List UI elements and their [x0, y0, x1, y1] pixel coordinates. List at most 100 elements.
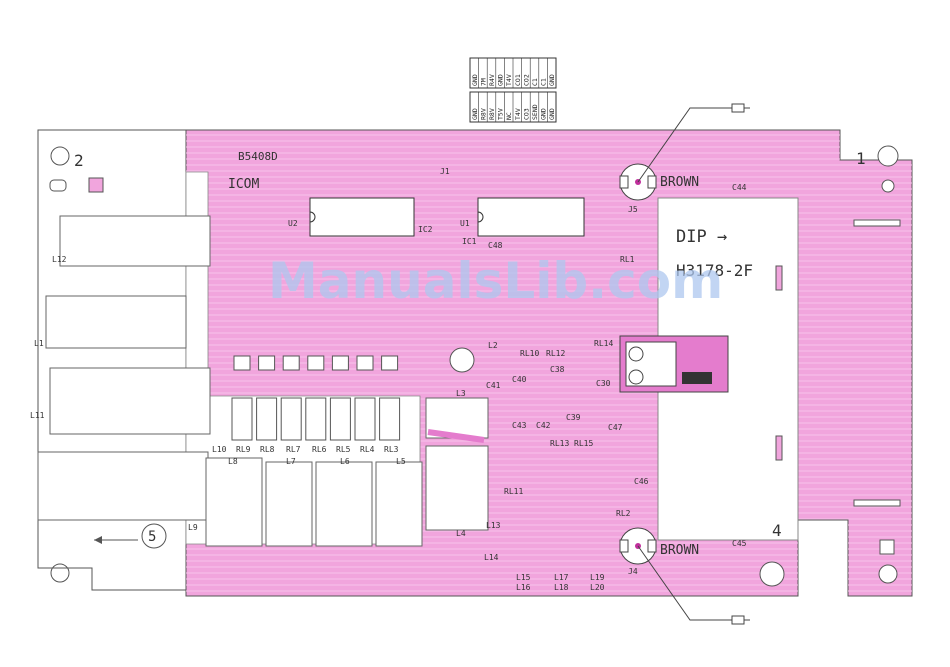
- pin-label: 7M: [479, 78, 487, 86]
- coil-block-l10: [49, 367, 211, 435]
- pin-label: R4V: [488, 74, 496, 86]
- relay-label-rl15: RL15: [574, 439, 593, 448]
- dip-marker: [775, 265, 783, 291]
- coil-label-l18: L18: [554, 583, 569, 592]
- jack-label-j4: J4: [628, 567, 638, 576]
- pin-label: T4V: [514, 108, 522, 120]
- diagonal-trace: [427, 429, 485, 443]
- cable-terminal-j4: [731, 615, 745, 625]
- relay-label-rl3: RL3: [384, 445, 399, 454]
- relay-label-rl12: RL12: [546, 349, 565, 358]
- pin-label: SEND: [531, 104, 539, 120]
- u1-label: U1: [460, 219, 470, 228]
- board-code-label: H3178-2F: [676, 261, 753, 280]
- pin-label: GND: [471, 74, 479, 86]
- coil-label-l9: L9: [188, 523, 198, 532]
- coil-label-l11: L11: [30, 411, 45, 420]
- pin-label: C1: [540, 78, 548, 86]
- connector-module: [619, 335, 729, 393]
- jack-label-j5: J5: [628, 205, 638, 214]
- cap-label-c41: C41: [486, 381, 501, 390]
- pcb-mount-hole: [881, 179, 895, 193]
- coil-label-l2: L2: [488, 341, 498, 350]
- cap-label-c44: C44: [732, 183, 747, 192]
- pin-label: T4V: [505, 74, 513, 86]
- ic2-chip: [309, 197, 415, 237]
- relay-body: [256, 397, 278, 441]
- relay-body: [280, 397, 302, 441]
- relay-pad: [381, 355, 399, 371]
- coil-label-l15: L15: [516, 573, 531, 582]
- corner-mark-2: 2: [74, 151, 84, 170]
- cap-label-c42: C42: [536, 421, 551, 430]
- pcb-pad-square: [879, 539, 895, 555]
- cable-leader-j5: [637, 107, 732, 183]
- coil-label-l16: L16: [516, 583, 531, 592]
- coil-box-l7: [265, 461, 313, 547]
- coil-block-l11: [45, 295, 187, 349]
- pin-label: R8V: [488, 108, 496, 120]
- part-number-label: B5408D: [238, 150, 278, 163]
- coil-label-l7: L7: [286, 457, 296, 466]
- coil-label-l4: L4: [456, 529, 466, 538]
- relay-label-rl11: RL11: [504, 487, 523, 496]
- relay-label-rl7: RL7: [286, 445, 301, 454]
- cap-label-c45: C45: [732, 539, 747, 548]
- mount-hole: [50, 563, 70, 583]
- coil-box-l5: [375, 461, 423, 547]
- pin-label: CO3: [522, 108, 530, 120]
- cap-label-c39: C39: [566, 413, 581, 422]
- coil-label-l14: L14: [484, 553, 499, 562]
- relay-body: [305, 397, 327, 441]
- jack-label-j1: J1: [440, 167, 450, 176]
- pin-label: CO1: [514, 74, 522, 86]
- corner-mark-5: 5: [148, 529, 156, 545]
- relay-label-rl14: RL14: [594, 339, 613, 348]
- relay-pad: [233, 355, 251, 371]
- pin-label: GND: [548, 108, 556, 120]
- relay-label-rl9: RL9: [236, 445, 251, 454]
- relay-pad: [258, 355, 276, 371]
- pin-label: T5V: [497, 108, 505, 120]
- coil-block-l12: [59, 215, 211, 267]
- left-clear-area: [185, 171, 421, 545]
- coil-label-l5: L5: [396, 457, 406, 466]
- relay-row: [231, 355, 401, 441]
- coil-box-l6: [315, 461, 373, 547]
- relay-pad: [356, 355, 374, 371]
- corner-mark-4: 4: [772, 521, 782, 540]
- cap-label-c46: C46: [634, 477, 649, 486]
- left-mount-outline: [37, 129, 187, 591]
- j5-cable-label: BROWN: [660, 175, 699, 190]
- relay-label-rl5: RL5: [336, 445, 351, 454]
- coil-box-l8: [205, 457, 263, 547]
- ic1-label: IC1: [462, 237, 477, 246]
- relay-pad: [307, 355, 325, 371]
- mount-hole: [50, 146, 70, 166]
- relay-label-rl6: RL6: [312, 445, 327, 454]
- cap-label-c30: C30: [596, 379, 611, 388]
- cap-label-c38: C38: [550, 365, 565, 374]
- pcb-mount-hole: [449, 347, 475, 373]
- relay-body: [231, 397, 253, 441]
- relay-label-rl1: RL1: [620, 255, 635, 264]
- dip-label: DIP →: [676, 227, 727, 247]
- coil-label-l12: L12: [52, 255, 67, 264]
- cap-label-c48: C48: [488, 241, 503, 250]
- mount-slot: [49, 179, 67, 192]
- relay-label-rl10: RL10: [520, 349, 539, 358]
- ic1-chip: [477, 197, 585, 237]
- pin-label: GND: [497, 74, 505, 86]
- coil-label-l6: L6: [340, 457, 350, 466]
- pin-label: GND: [548, 74, 556, 86]
- pcb-mount-hole: [877, 145, 899, 167]
- board-slot: [853, 499, 901, 507]
- relay-body: [329, 397, 351, 441]
- relay-pad: [282, 355, 300, 371]
- coil-label-l10: L10: [212, 445, 227, 454]
- coil-block-l9: [37, 451, 209, 521]
- relay-label-rl4: RL4: [360, 445, 375, 454]
- coil-label-l20: L20: [590, 583, 605, 592]
- relay-body: [354, 397, 376, 441]
